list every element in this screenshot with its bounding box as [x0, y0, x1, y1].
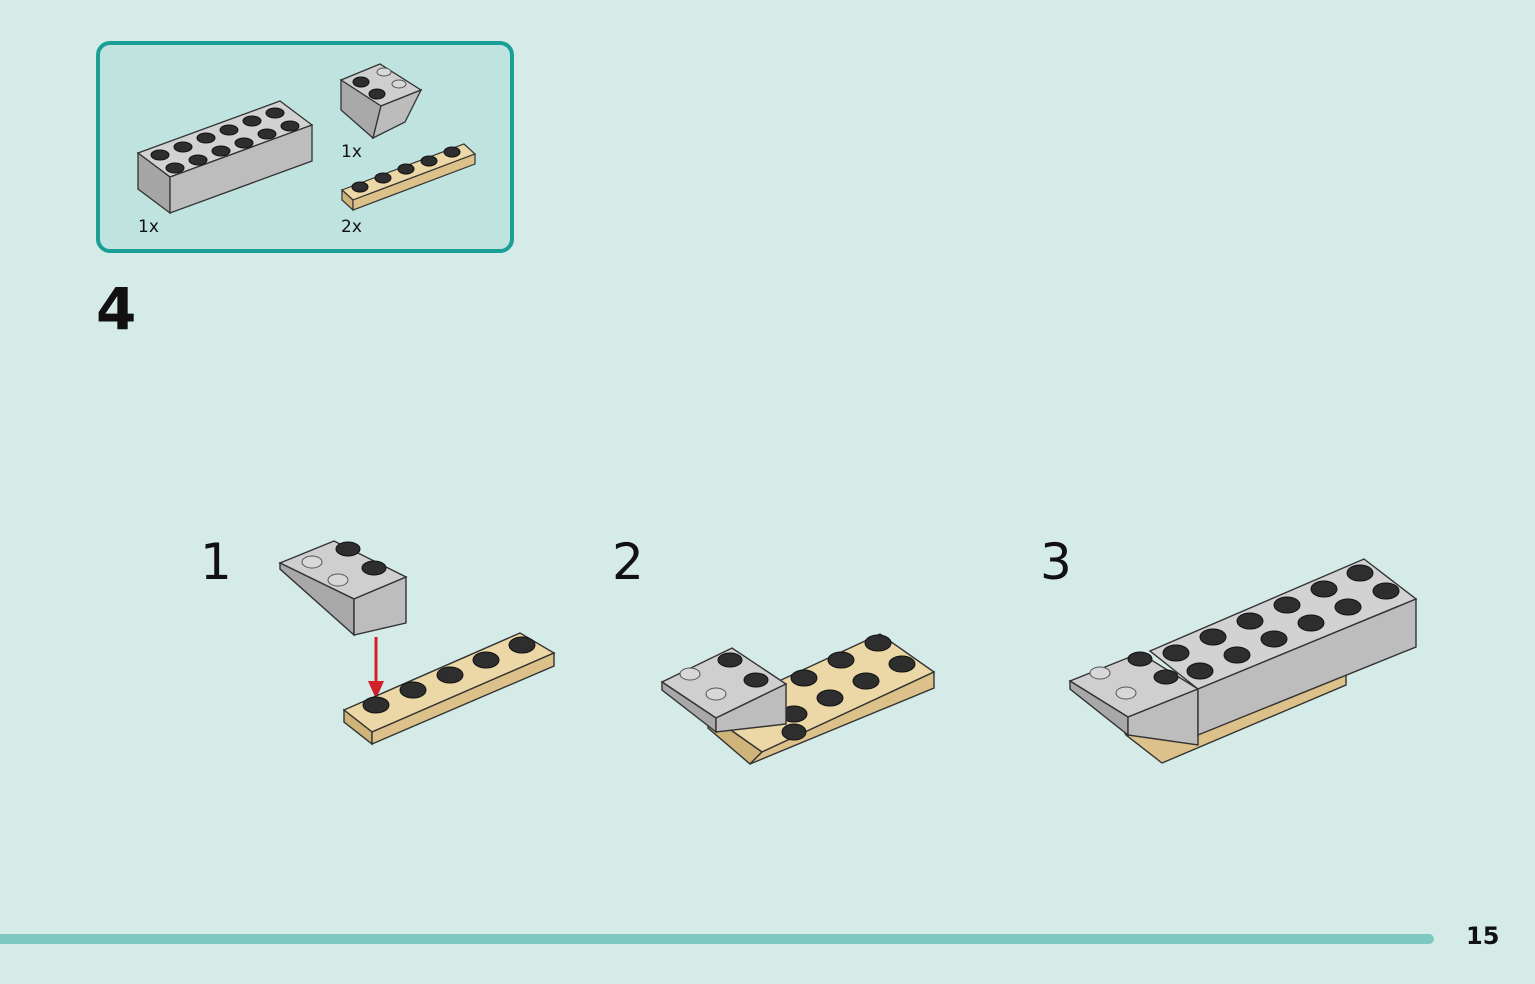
- substep-1-illustration: [278, 540, 556, 746]
- substep-3-illustration: [1068, 558, 1418, 764]
- part-quantity-label: 2x: [341, 217, 362, 237]
- substep-number: 1: [200, 533, 232, 591]
- tan-plate-part-icon: [340, 143, 477, 212]
- step-number: 4: [96, 275, 137, 343]
- part-quantity-label: 1x: [341, 142, 362, 162]
- substep-number: 2: [612, 533, 644, 591]
- gray-brick-2x6-part-icon: [136, 100, 314, 215]
- gray-inverted-slope-part-icon: [339, 63, 423, 140]
- part-quantity-label: 1x: [138, 217, 159, 237]
- footer-progress-bar: [0, 934, 1434, 944]
- page-number: 15: [1466, 922, 1500, 950]
- substep-2-illustration: [660, 633, 936, 765]
- substep-number: 3: [1040, 533, 1072, 591]
